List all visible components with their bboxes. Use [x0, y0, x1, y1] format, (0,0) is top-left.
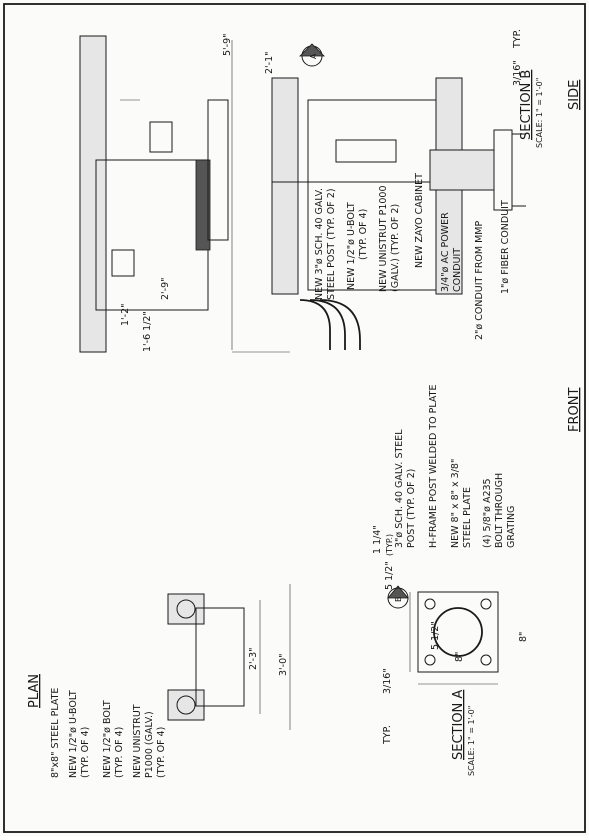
sheet-border	[3, 3, 586, 833]
section-a-bolt-4	[480, 654, 492, 666]
plan-label-ubolt-1: NEW 1/2"ø U-BOLT	[68, 690, 79, 778]
plan-view	[167, 584, 291, 730]
front-cabinet	[307, 99, 437, 291]
callout-a-letter: A	[309, 53, 318, 59]
side-post	[79, 35, 107, 353]
plan-label-unistrut-1: NEW UNISTRUT	[132, 704, 143, 778]
fs-label-ac-2: CONDUIT	[452, 248, 463, 292]
sa-weld: 3/16"	[382, 668, 393, 694]
sa-typ: TYP.	[382, 725, 393, 745]
section-b-callout-marker	[387, 585, 409, 599]
plan-post-bot	[176, 695, 196, 715]
section-a-bolt-2	[480, 598, 492, 610]
side-meter	[111, 249, 135, 277]
sa-dim-half-left: 5 1/2"	[430, 621, 441, 650]
plan-unistrut	[195, 607, 245, 707]
sa-label-bolt-1: (4) 5/8"ø A235	[482, 478, 493, 548]
plan-dim-outer-text: 3'-0"	[278, 654, 289, 677]
dim-front-bot: 2'-9"	[160, 278, 171, 301]
sb-typ: TYP.	[512, 29, 523, 49]
section-a-callout-marker	[299, 43, 325, 57]
sa-dim-w: 8"	[518, 632, 529, 642]
fs-label-ubolt-1: NEW 1/2"ø U-BOLT	[346, 202, 357, 290]
front-view	[120, 77, 463, 350]
plan-dim-inner-text: 2'-3"	[248, 648, 259, 671]
side-view	[79, 35, 290, 353]
sb-weld: 3/16"	[512, 60, 523, 86]
plan-plate-bot	[167, 689, 205, 721]
fs-label-unistrut-2: (GALV.) (TYP. OF 2)	[390, 204, 401, 292]
plan-plate-top	[167, 593, 205, 625]
title-section-a: SECTION A	[451, 690, 466, 760]
fs-label-post-1: NEW 3"ø SCH. 40 GALV.	[314, 188, 325, 300]
plan-label-plate: 8"x8" STEEL PLATE	[50, 688, 61, 778]
dim-front-top: 1'-2"	[120, 304, 131, 327]
fs-label-fiber: 1"ø FIBER CONDUIT	[500, 200, 511, 294]
dim-side-bot: 2'-1"	[264, 52, 275, 75]
dim-side-top: 5'-9"	[222, 34, 233, 57]
dim-front-mid: 1'-6 1/2"	[142, 311, 153, 352]
section-a-view	[387, 585, 499, 685]
section-a-bolt-3	[424, 654, 436, 666]
sa-label-post-1: 3"ø SCH. 40 GALV. STEEL	[394, 429, 405, 548]
plan-post-top	[176, 599, 196, 619]
title-side: SIDE	[567, 80, 582, 110]
front-cabinet-panel	[335, 139, 397, 163]
side-conduit	[195, 159, 211, 251]
section-b-plate	[493, 129, 513, 211]
plan-label-ubolt-2: (TYP. OF 4)	[80, 727, 91, 778]
title-front: FRONT	[567, 388, 582, 432]
plan-label-unistrut-2: P1000 (GALV.)	[144, 711, 155, 778]
fs-label-unistrut-1: NEW UNISTRUT P1000	[378, 186, 389, 293]
scale-section-a: SCALE: 1" = 1'-0"	[467, 706, 476, 776]
sa-label-hframe: H-FRAME POST WELDED TO PLATE	[428, 385, 439, 548]
front-conduit-2	[309, 299, 346, 350]
section-a-post	[433, 607, 483, 657]
plan-label-bolt-1: NEW 1/2"ø BOLT	[102, 700, 113, 778]
sa-label-plate-2: STEEL PLATE	[462, 487, 473, 548]
fs-label-post-2: STEEL POST (TYP. OF 2)	[326, 188, 337, 300]
sa-dim-edge-b: (TYP.)	[385, 534, 394, 556]
section-b-post	[429, 149, 495, 191]
fs-label-ac-1: 3/4"ø AC POWER	[440, 212, 451, 292]
sa-dim-half-top: 5 1/2"	[384, 561, 395, 590]
callout-b-letter: B	[394, 597, 403, 603]
sa-label-post-2: POST (TYP. OF 2)	[406, 469, 417, 548]
front-conduit-3	[319, 299, 361, 350]
sa-label-bolt-3: GRATING	[506, 506, 517, 548]
sa-dim-h: 8"	[454, 652, 465, 662]
section-a-plate	[417, 591, 499, 673]
side-cabinet-cap	[149, 121, 173, 153]
section-b-callout-circle	[387, 587, 409, 609]
sa-dim-edge: 1 1/4"	[372, 525, 383, 554]
side-unistrut	[207, 99, 229, 241]
section-b-view	[299, 43, 526, 211]
front-conduit-1	[299, 299, 331, 350]
sa-label-plate-1: NEW 8" x 8" x 3/8"	[450, 459, 461, 548]
plan-label-unistrut-3: (TYP. OF 4)	[156, 727, 167, 778]
side-cabinet-profile	[95, 159, 209, 311]
front-post-left	[271, 77, 299, 295]
fs-label-ubolt-2: (TYP. OF 4)	[358, 209, 369, 260]
title-plan: PLAN	[27, 674, 42, 708]
fs-label-2in: 2"ø CONDUIT FROM MMP	[474, 220, 485, 340]
sa-label-bolt-2: BOLT THROUGH	[494, 473, 505, 548]
fs-label-cabinet: NEW ZAYO CABINET	[414, 173, 425, 268]
scale-section-b: SCALE: 1" = 1'-0"	[535, 78, 544, 148]
section-a-bolt-1	[424, 598, 436, 610]
plan-label-bolt-2: (TYP. OF 4)	[114, 727, 125, 778]
title-section-b: SECTION B	[519, 70, 534, 140]
